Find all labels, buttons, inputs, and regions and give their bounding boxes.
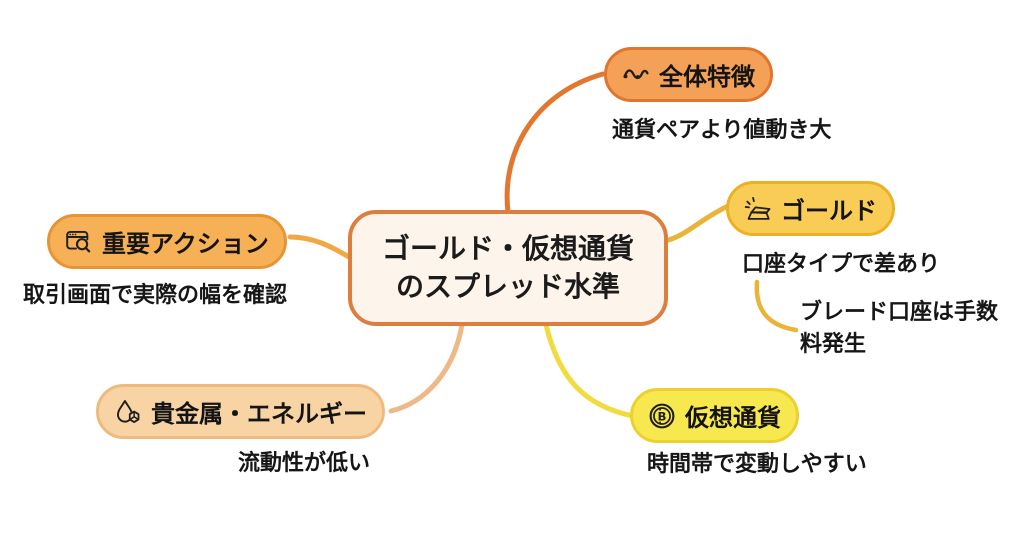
svg-text:B: B: [658, 409, 667, 423]
activity-wave-icon: [622, 61, 650, 89]
branch-node-overall: 全体特徴: [604, 47, 773, 102]
connector-center-to-crypto: [543, 322, 636, 419]
droplet-gem-icon: [114, 398, 142, 426]
branch-caption-overall: 通貨ペアより値動き大: [612, 117, 832, 142]
branch-caption-crypto: 時間帯で変動しやすい: [647, 451, 867, 476]
branch-label-gold: ゴールド: [781, 198, 877, 225]
branch-caption-gold: 口座タイプで差あり: [742, 251, 941, 276]
branch-label-metals: 貴金属・エネルギー: [151, 401, 367, 428]
branch-label-action: 重要アクション: [102, 231, 269, 258]
central-topic-line1: ゴールド・仮想通貨: [381, 232, 634, 264]
gold-ingot-icon: [744, 195, 772, 223]
branch-node-gold: ゴールド: [726, 181, 895, 236]
bitcoin-coin-icon: B: [648, 402, 676, 430]
window-search-icon: [65, 228, 93, 256]
branch-node-metals: 貴金属・エネルギー: [96, 384, 385, 439]
branch-caption-metals: 流動性が低い: [238, 450, 371, 475]
connector-center-to-gold: [662, 203, 731, 244]
branch-node-action: 重要アクション: [47, 214, 287, 269]
branch-label-overall: 全体特徴: [659, 64, 755, 91]
gold-child-note: ブレード口座は手数料発生: [800, 299, 999, 356]
branch-caption-action: 取引画面で実際の幅を確認: [23, 282, 288, 307]
branch-label-crypto: 仮想通貨: [685, 405, 781, 432]
connector-center-to-metals: [388, 322, 465, 414]
connector-center-to-overall: [504, 71, 606, 215]
central-topic-node: ゴールド・仮想通貨 のスプレッド水準: [348, 210, 668, 326]
connector-gold-to-child-note: [754, 279, 799, 333]
branch-node-crypto: B 仮想通貨: [630, 388, 799, 443]
connector-center-to-action: [287, 234, 352, 260]
central-topic-line2: のスプレッド水準: [395, 271, 620, 302]
